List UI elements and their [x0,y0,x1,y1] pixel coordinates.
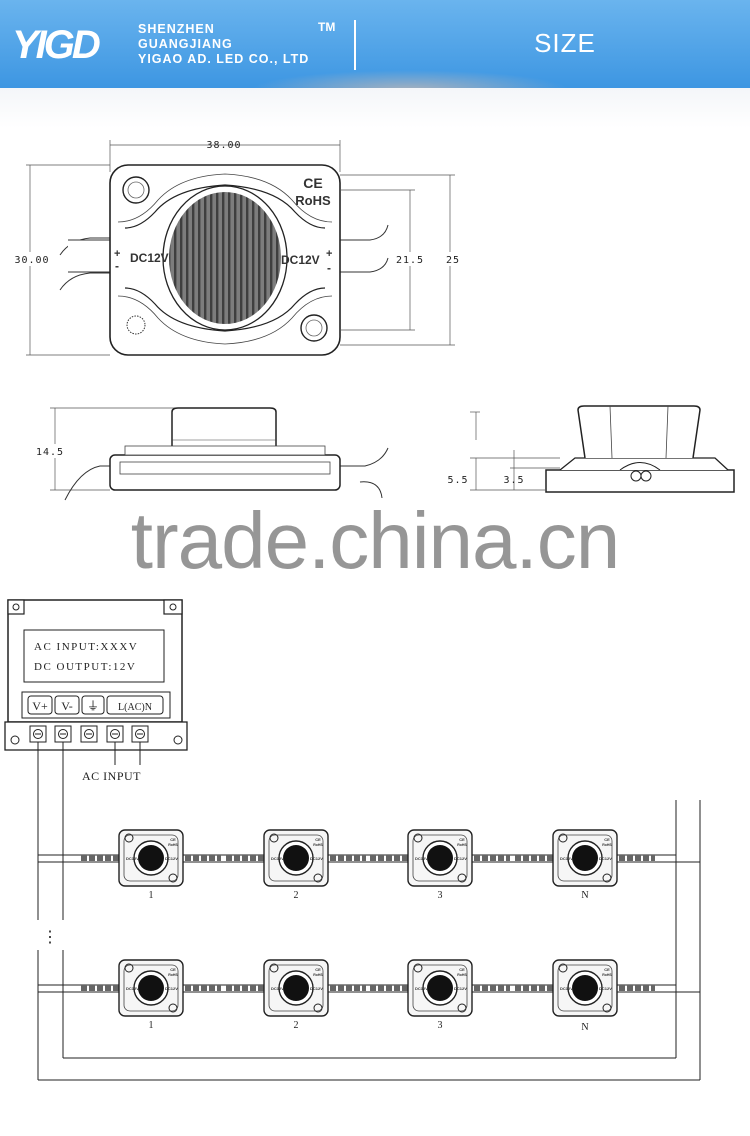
minus-left: - [115,259,119,273]
mounting-hole-icon [300,314,328,342]
company-line-2: GUANGJIANG [138,37,233,51]
terminal-v-minus-label: V- [61,699,73,713]
watermark: trade.china.cn [130,496,621,585]
top-view: 38.00 30.00 CE RoHS DC12V DC12V [12,140,462,356]
end-total-dimension: 5.5 [447,475,468,486]
led-chain-row-1: 1 2 3 N [81,830,655,901]
side-view: 14.5 [36,407,389,501]
header-divider [354,20,356,70]
yigao-logo: YIGD [12,23,103,66]
end-view: 5.5 3.5 [447,405,735,493]
chain-label-n: N [581,1022,588,1033]
side-height-dimension: 14.5 [36,447,64,458]
chain-label-3: 3 [438,890,443,901]
plus-right: + [326,248,332,260]
terminal-ac-label: L(AC)N [118,702,152,713]
ac-input-label: AC INPUT [82,769,141,783]
company-name: SHENZHEN GUANGJIANG YIGAO AD. LED CO., L… [138,22,309,67]
height-dimension: 30.00 [14,255,49,266]
section-title: SIZE [534,28,596,58]
chain-label-2: 2 [294,1020,299,1031]
led-module-icon [226,960,366,1016]
chain-label-3: 3 [438,1020,443,1031]
inner-height-dimension: 25 [446,255,460,266]
voltage-left: DC12V [130,251,169,265]
continuation-dots: ⋮ [42,929,58,946]
chain-label-n: N [581,890,588,901]
company-line-1: SHENZHEN [138,22,215,36]
lens-height-dimension: 21.5 [396,255,424,266]
lens-heatsink [169,192,281,324]
power-supply: AC INPUT:XXXV DC OUTPUT:12V V+ V- ⏚ L(AC… [4,599,188,783]
led-module-icon [515,830,655,886]
plus-left: + [114,248,120,260]
led-chain-row-2: 1 2 3 N [81,960,655,1033]
width-dimension: 38.00 [206,140,241,151]
ce-mark: CE [303,175,322,191]
led-module-icon [370,960,510,1016]
led-module-icon [370,830,510,886]
chain-label-1: 1 [149,890,154,901]
trademark: TM [318,20,336,34]
terminal-v-plus-label: V+ [32,699,48,713]
wiring [37,742,701,1081]
led-module-icon [226,830,366,886]
header-shadow-band [0,88,750,128]
voltage-right: DC12V [281,253,320,267]
header-glow [250,70,570,88]
minus-right: - [327,261,331,275]
led-module-icon [81,830,221,886]
rohs-mark: RoHS [295,193,331,208]
chain-label-1: 1 [149,1020,154,1031]
mounting-hole-icon [122,176,150,204]
dc-output-rating: DC OUTPUT:12V [34,661,136,673]
ac-input-rating: AC INPUT:XXXV [34,641,138,653]
led-module-icon [81,960,221,1016]
chain-label-2: 2 [294,890,299,901]
led-module-icon [515,960,655,1016]
logo-text: YIGD [12,23,100,66]
seal-icon [126,315,146,335]
end-base-dimension: 3.5 [503,475,524,486]
header-banner: YIGD SHENZHEN GUANGJIANG YIGAO AD. LED C… [0,0,750,88]
company-line-3: YIGAO AD. LED CO., LTD [138,52,310,66]
ground-icon: ⏚ [87,699,99,713]
